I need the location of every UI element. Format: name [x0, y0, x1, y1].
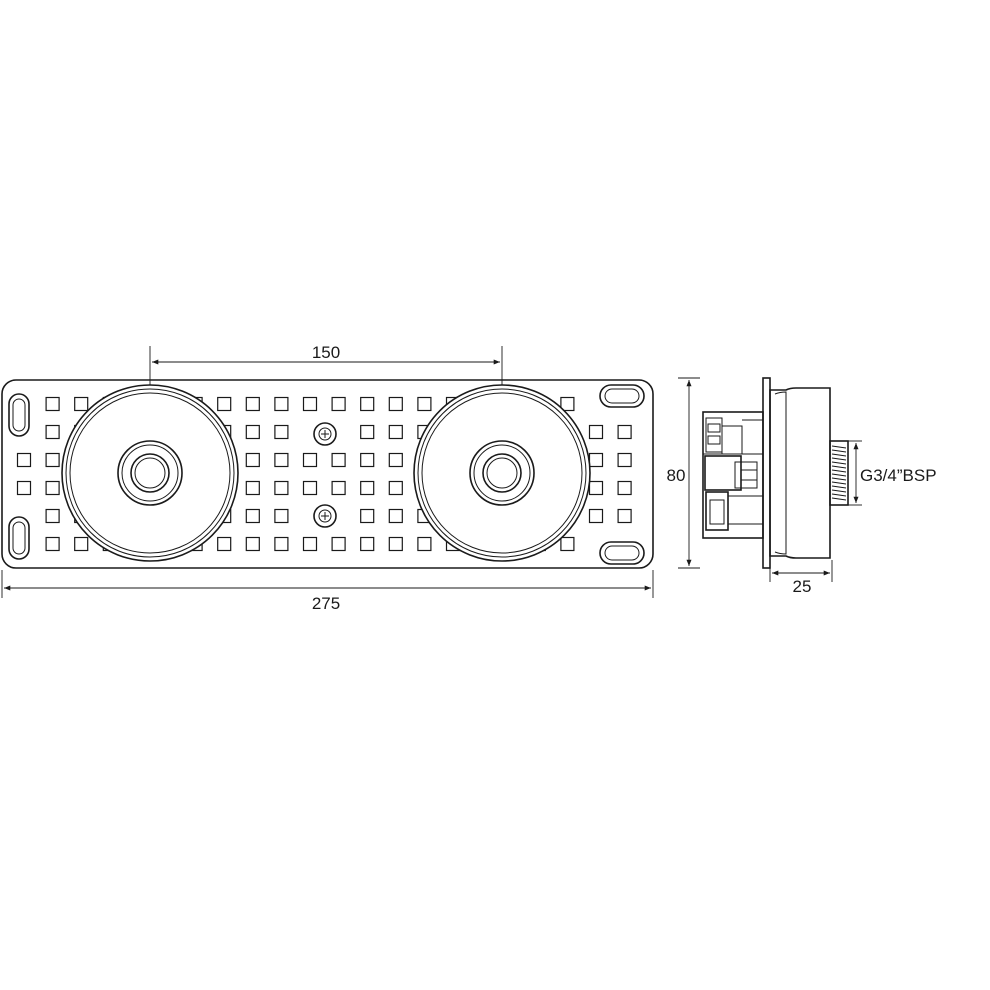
thread-line — [831, 469, 847, 473]
dimension-overall-width: 275 — [1, 570, 654, 613]
grid-hole — [388, 536, 403, 552]
mounting-slots — [8, 384, 645, 565]
grid-hole — [245, 480, 260, 496]
thread-line — [831, 465, 847, 469]
grid-hole — [245, 424, 260, 440]
grid-hole — [74, 396, 89, 412]
thread-line — [831, 477, 847, 481]
thread-line — [831, 445, 847, 449]
dimension-label-center-spacing: 150 — [312, 343, 340, 362]
thread-line — [831, 497, 847, 501]
grid-hole — [588, 424, 604, 440]
thread-line — [831, 493, 847, 497]
grid-hole — [45, 480, 60, 496]
grid-hole — [16, 480, 32, 496]
dimension-label-height: 80 — [667, 466, 686, 485]
grid-hole — [360, 508, 375, 524]
grid-hole — [360, 396, 375, 412]
thread-line — [831, 485, 847, 489]
grid-hole — [274, 396, 289, 412]
valve-body — [702, 411, 764, 539]
grid-hole — [331, 396, 346, 412]
grid-hole — [388, 396, 403, 412]
thread-line — [831, 489, 847, 493]
thread-lines — [831, 445, 847, 501]
dimension-center-spacing: 150 — [149, 343, 503, 385]
side-view: 80 25 G3/4”BSP — [667, 377, 937, 596]
grid-hole — [560, 396, 575, 412]
grid-hole — [360, 452, 375, 468]
grid-hole — [45, 508, 60, 524]
dimension-label-depth: 25 — [793, 577, 812, 596]
grid-hole — [45, 452, 60, 468]
cover-flange — [769, 387, 831, 559]
grid-hole — [274, 536, 289, 552]
slot-top-right — [599, 384, 645, 408]
outlet-left — [61, 384, 239, 562]
grid-hole — [274, 424, 289, 440]
grid-hole — [360, 536, 375, 552]
grid-hole — [302, 452, 318, 468]
grid-hole — [74, 536, 89, 552]
grid-hole — [617, 480, 632, 496]
grid-hole — [360, 424, 375, 440]
grid-hole — [45, 396, 60, 412]
grid-hole — [274, 452, 289, 468]
front-view: 150 275 — [1, 343, 654, 613]
grid-hole — [388, 452, 403, 468]
slot-top-left — [8, 393, 30, 437]
grid-hole — [245, 396, 260, 412]
grid-hole — [245, 508, 260, 524]
grid-hole — [617, 508, 632, 524]
outlet-right — [413, 384, 591, 562]
thread-line — [831, 457, 847, 461]
thread-line — [831, 473, 847, 477]
mounting-plate — [1, 379, 654, 569]
grid-hole — [388, 480, 403, 496]
thread-line — [831, 453, 847, 457]
dimension-label-thread: G3/4”BSP — [860, 466, 937, 485]
grid-hole — [217, 536, 232, 552]
grid-hole — [360, 480, 375, 496]
grid-hole — [302, 536, 318, 552]
grid-hole — [617, 452, 632, 468]
thread-line — [831, 449, 847, 453]
grid-hole — [388, 508, 403, 524]
slot-bottom-left — [8, 516, 30, 560]
grid-hole — [245, 452, 260, 468]
grid-hole — [45, 424, 60, 440]
grid-hole — [331, 452, 346, 468]
grid-hole — [588, 480, 604, 496]
slot-bottom-right — [599, 541, 645, 565]
grid-hole — [16, 452, 32, 468]
screw-top — [313, 422, 337, 446]
dimension-thread: G3/4”BSP — [848, 440, 937, 506]
grid-hole — [588, 452, 604, 468]
plate-edge — [762, 377, 771, 569]
thread-connection — [829, 440, 849, 506]
grid-hole — [302, 480, 318, 496]
grid-hole — [245, 536, 260, 552]
grid-hole — [588, 508, 604, 524]
grid-hole — [331, 480, 346, 496]
dimension-depth: 25 — [769, 560, 833, 596]
grid-hole — [217, 396, 232, 412]
screw-bottom — [313, 504, 337, 528]
thread-line — [831, 461, 847, 465]
grid-hole — [274, 508, 289, 524]
grid-hole — [417, 396, 432, 412]
grid-hole — [417, 536, 432, 552]
thread-line — [831, 481, 847, 485]
grid-hole — [617, 424, 632, 440]
grid-hole — [274, 480, 289, 496]
grid-hole — [45, 536, 60, 552]
grid-hole — [560, 536, 575, 552]
dimension-label-overall-width: 275 — [312, 594, 340, 613]
dimension-height: 80 — [667, 377, 700, 569]
grid-hole — [302, 396, 318, 412]
grid-hole — [331, 536, 346, 552]
grid-hole — [388, 424, 403, 440]
